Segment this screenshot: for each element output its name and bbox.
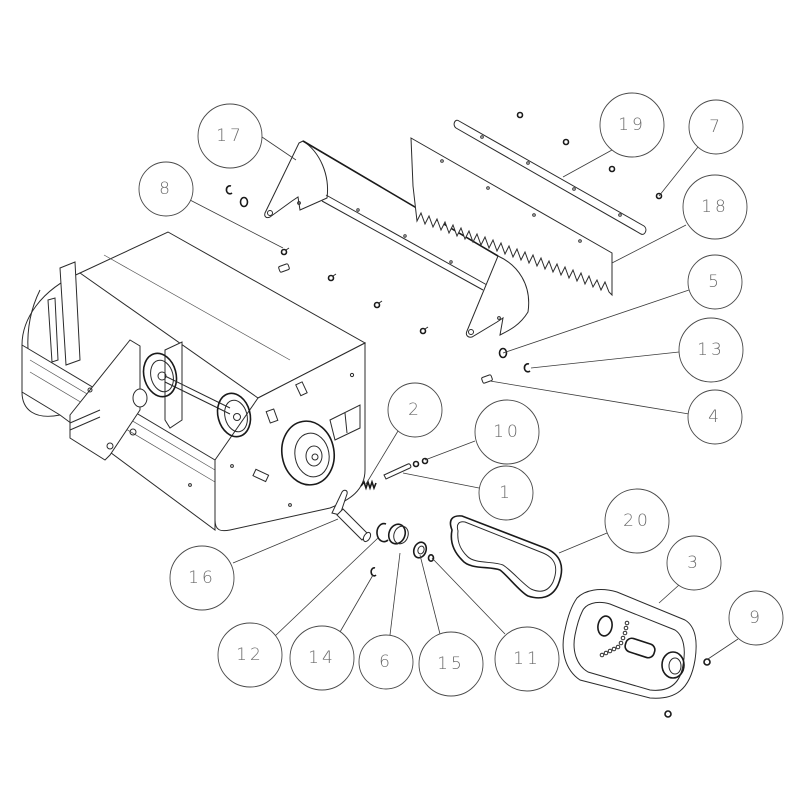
callout-circle <box>418 631 484 697</box>
callout-label: 10 <box>493 422 521 442</box>
callout-label: 20 <box>623 511 651 531</box>
callout-circle <box>289 625 355 691</box>
callout-circle <box>666 535 722 591</box>
callout-label: 13 <box>697 340 725 360</box>
callout-label: 14 <box>308 648 336 668</box>
callout-label: 15 <box>437 654 465 674</box>
callout-5: 5 <box>687 254 743 310</box>
main-housing <box>21 231 367 532</box>
callout-label: 12 <box>236 645 264 665</box>
callout-3: 3 <box>666 535 722 591</box>
callout-circle <box>478 465 534 521</box>
callout-16: 16 <box>169 545 235 611</box>
part-17-deflector-frame <box>264 140 530 338</box>
callout-circle <box>604 488 670 554</box>
callout-label: 16 <box>188 568 216 588</box>
callout-circle <box>687 254 743 310</box>
part-20-drive-belt <box>449 515 563 599</box>
callout-20: 20 <box>604 488 670 554</box>
callout-4: 4 <box>687 389 743 445</box>
callout-7: 7 <box>688 99 744 155</box>
callout-1: 1 <box>478 465 534 521</box>
callout-2: 2 <box>387 382 443 438</box>
callout-circle <box>387 382 443 438</box>
callout-11: 11 <box>494 626 560 692</box>
callout-19: 19 <box>599 92 665 158</box>
callout-label: 9 <box>749 608 763 628</box>
callout-circle <box>358 634 414 690</box>
callout-17: 17 <box>197 103 263 169</box>
callout-8: 8 <box>138 161 194 217</box>
callout-label: 2 <box>408 400 422 420</box>
callout-label: 18 <box>701 197 729 217</box>
callout-circle <box>687 389 743 445</box>
callout-circle <box>728 590 784 646</box>
callout-circle <box>138 161 194 217</box>
callout-label: 4 <box>708 407 722 427</box>
callout-circle <box>678 317 744 383</box>
callout-12: 12 <box>217 622 283 688</box>
callout-label: 1 <box>499 483 513 503</box>
callout-13: 13 <box>678 317 744 383</box>
callout-label: 11 <box>513 649 541 669</box>
callout-circle <box>197 103 263 169</box>
idler-arm-and-bearings <box>331 489 435 577</box>
callout-label: 8 <box>159 179 173 199</box>
part-18-serrated-blade <box>410 137 613 297</box>
callout-label: 7 <box>709 117 723 137</box>
hardware-nuts-bolts <box>225 111 663 384</box>
leader-lines <box>189 136 739 660</box>
callout-bubbles: 17 19 7 8 18 5 13 4 2 10 1 20 3 16 9 12 14 6 15 11 <box>138 92 784 697</box>
callout-circle <box>474 399 540 465</box>
callout-label: 5 <box>708 272 722 292</box>
tensioner-parts <box>360 457 429 491</box>
callout-label: 17 <box>216 126 244 146</box>
part-19-strip-bar <box>453 119 647 235</box>
callout-label: 19 <box>618 115 646 135</box>
callout-label: 6 <box>379 652 393 672</box>
callout-circle <box>169 545 235 611</box>
callout-label: 3 <box>687 553 701 573</box>
callout-circle <box>599 92 665 158</box>
callout-circle <box>494 626 560 692</box>
callout-9: 9 <box>728 590 784 646</box>
part-3-belt-cover <box>562 589 711 718</box>
callout-circle <box>688 99 744 155</box>
callout-18: 18 <box>682 174 748 240</box>
callout-6: 6 <box>358 634 414 690</box>
callout-10: 10 <box>474 399 540 465</box>
callout-circle <box>217 622 283 688</box>
callout-circle <box>682 174 748 240</box>
callout-15: 15 <box>418 631 484 697</box>
callout-14: 14 <box>289 625 355 691</box>
